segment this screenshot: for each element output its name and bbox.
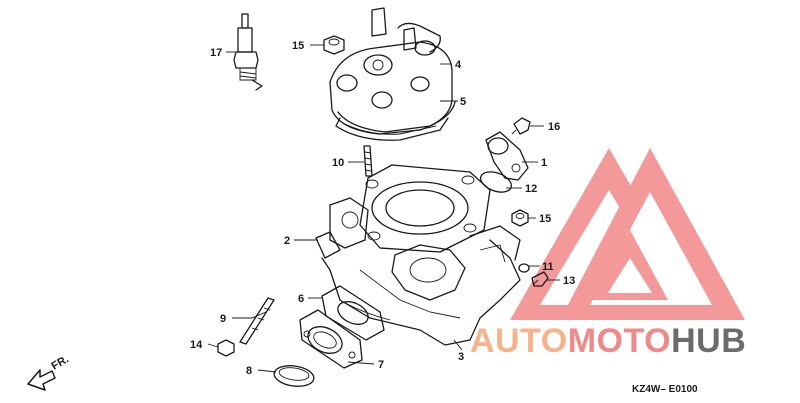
callout-13: 13: [563, 275, 575, 287]
exhaust-ring: [273, 365, 315, 387]
callout-3: 3: [458, 351, 464, 363]
callout-2: 2: [284, 235, 290, 247]
watermark-text: AUTOMOTOHUB: [470, 322, 746, 360]
exhaust-gasket: [321, 285, 385, 341]
direction-label: FR.: [50, 353, 71, 372]
stud-10: [363, 145, 373, 177]
nut-14: [217, 339, 235, 357]
callout-14: 14: [190, 339, 203, 351]
watermark-auto: AUTO: [470, 322, 568, 360]
callout-7: 7: [378, 359, 384, 371]
stud-9: [239, 297, 275, 345]
bolt-16: [511, 117, 531, 135]
watermark-logo: [510, 148, 745, 320]
cap-nut-top: [323, 35, 345, 55]
exhaust-flange: [299, 309, 363, 369]
callout-17: 17: [210, 47, 222, 59]
watermark-moto: MOTO: [568, 322, 671, 360]
watermark-hub: HUB: [671, 322, 746, 360]
figure-code: KZ4W– E0100: [632, 384, 698, 395]
callout-5: 5: [460, 96, 466, 108]
callout-10: 10: [332, 157, 344, 169]
front-arrow-icon: [27, 369, 56, 391]
callout-15-top: 15: [292, 40, 304, 52]
thermostat-cover: [480, 131, 529, 193]
washer-bolt: [518, 263, 549, 287]
callout-12: 12: [525, 183, 537, 195]
callout-15-right: 15: [539, 213, 551, 225]
cap-nut-right: [511, 209, 529, 227]
cylinder-head: [329, 7, 456, 141]
callout-6: 6: [298, 293, 304, 305]
callout-9: 9: [220, 313, 226, 325]
callout-4: 4: [455, 59, 462, 71]
callout-1: 1: [541, 157, 547, 169]
spark-plug: [233, 13, 263, 91]
callout-8: 8: [246, 365, 252, 377]
cylinder: [315, 164, 521, 346]
leader-lines: [207, 44, 560, 373]
callout-11: 11: [542, 261, 554, 273]
callout-16: 16: [548, 121, 560, 133]
